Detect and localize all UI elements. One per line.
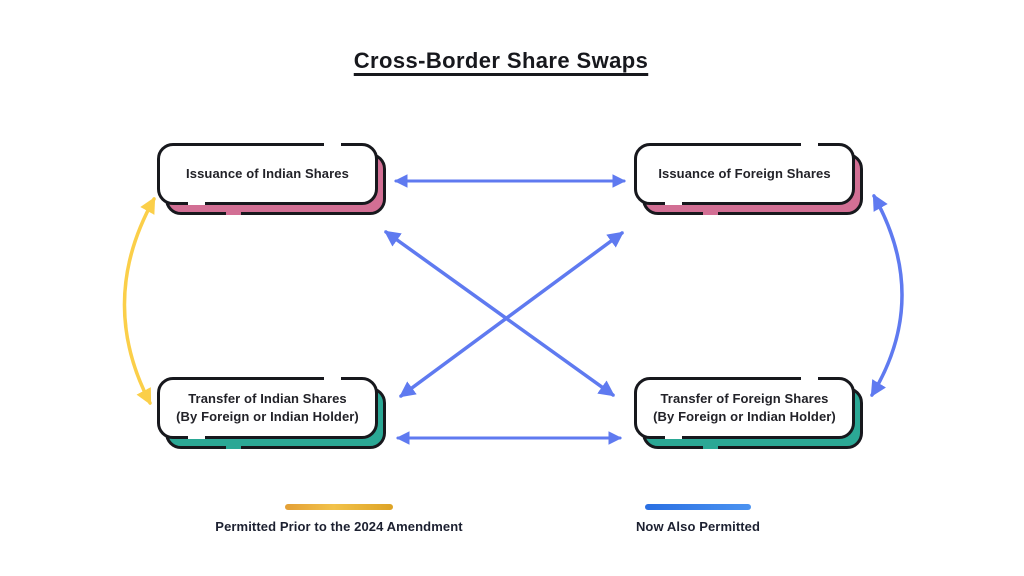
box-transfer-of-indian-shares: Transfer of Indian Shares (By Foreign or… xyxy=(157,377,386,449)
box-label-container: Transfer of Foreign Shares (By Foreign o… xyxy=(634,377,855,439)
box-label-line1: Transfer of Foreign Shares xyxy=(660,391,829,406)
legend-yellow-line xyxy=(285,504,393,510)
legend-now-also-permitted: Now Also Permitted xyxy=(558,504,838,534)
legend-blue-line xyxy=(645,504,751,510)
legend-permitted-prior: Permitted Prior to the 2024 Amendment xyxy=(199,504,479,534)
arrow-diagonal-bottomleft-topright xyxy=(399,231,624,398)
box-transfer-of-foreign-shares: Transfer of Foreign Shares (By Foreign o… xyxy=(634,377,863,449)
box-label-container: Issuance of Indian Shares xyxy=(157,143,378,205)
arrow-diagonal-topleft-bottomright xyxy=(384,230,615,397)
box-label-line2: (By Foreign or Indian Holder) xyxy=(176,409,359,424)
box-label-line2: (By Foreign or Indian Holder) xyxy=(653,409,836,424)
legend-label: Permitted Prior to the 2024 Amendment xyxy=(215,519,463,534)
arrow-left-vertical-curve xyxy=(122,196,156,406)
box-label-line1: Issuance of Indian Shares xyxy=(186,166,349,181)
page-title: Cross-Border Share Swaps xyxy=(353,48,649,73)
box-label-container: Transfer of Indian Shares (By Foreign or… xyxy=(157,377,378,439)
legend-label: Now Also Permitted xyxy=(635,519,761,534)
box-issuance-of-foreign-shares: Issuance of Foreign Shares xyxy=(634,143,863,215)
box-label-line1: Issuance of Foreign Shares xyxy=(658,166,831,181)
box-issuance-of-indian-shares: Issuance of Indian Shares xyxy=(157,143,386,215)
box-label-container: Issuance of Foreign Shares xyxy=(634,143,855,205)
arrow-right-vertical-curve xyxy=(870,193,904,398)
box-label-line1: Transfer of Indian Shares xyxy=(188,391,347,406)
